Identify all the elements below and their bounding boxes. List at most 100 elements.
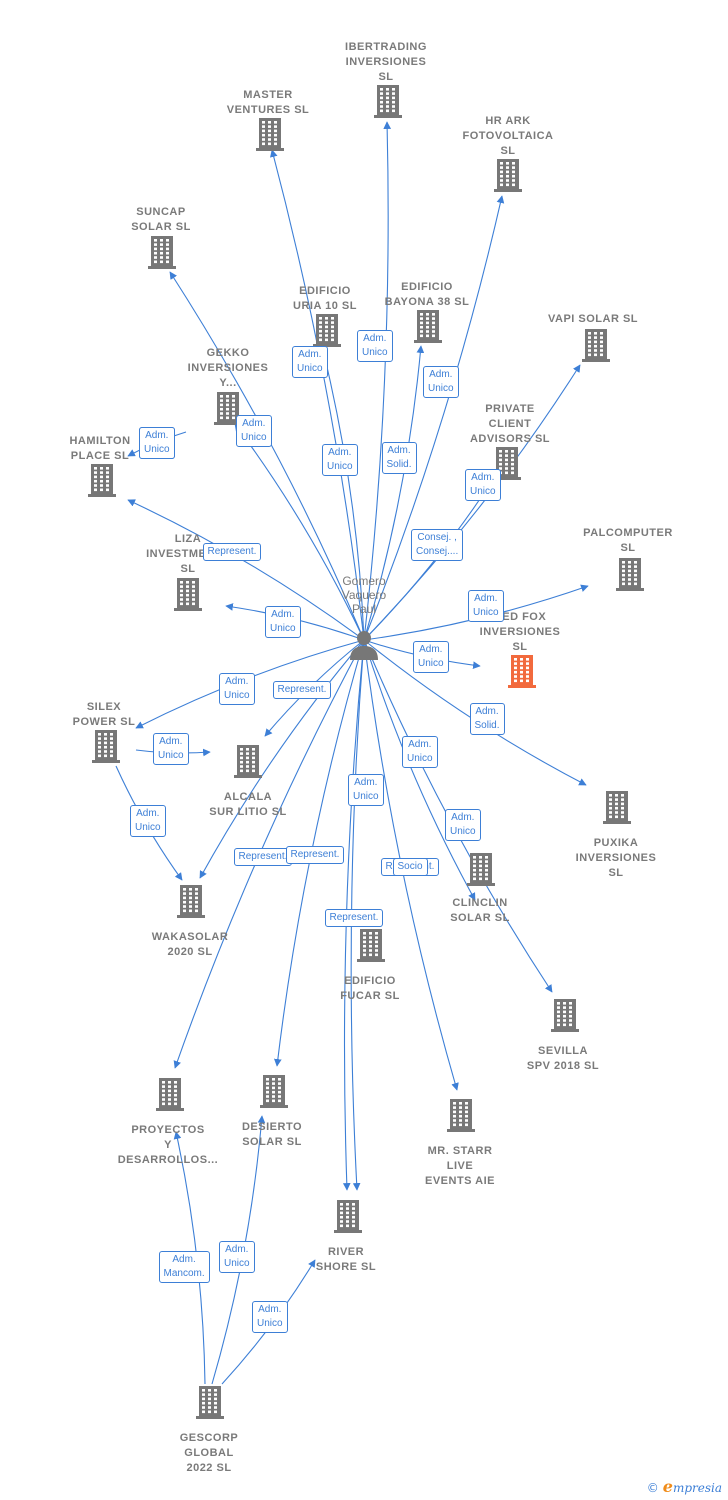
relation-label[interactable]: Adm. Unico xyxy=(252,1301,288,1333)
relation-label[interactable]: Adm. Unico xyxy=(423,366,459,398)
company-label: PUXIKA INVERSIONES SL xyxy=(575,837,657,879)
company-label: SEVILLA SPV 2018 SL xyxy=(526,1045,600,1072)
brand-name: mpresia xyxy=(672,1481,722,1495)
relation-label[interactable]: Represent. xyxy=(272,681,332,699)
relation-edge-4 xyxy=(319,345,365,641)
company-node-sevilla[interactable]: SEVILLA SPV 2018 SL xyxy=(503,1044,623,1074)
company-label: MR. STARR LIVE EVENTS AIE xyxy=(425,1145,495,1187)
relation-edge-21 xyxy=(363,639,476,901)
relation-label[interactable]: Represent. xyxy=(202,543,262,561)
relation-label[interactable]: Adm. Unico xyxy=(153,733,189,765)
company-node-private[interactable]: PRIVATE CLIENT ADVISORS SL xyxy=(450,402,570,447)
company-node-hrark[interactable]: HR ARK FOTOVOLTAICA SL xyxy=(448,114,568,159)
building-icon xyxy=(313,314,341,347)
building-icon xyxy=(603,791,631,824)
company-node-bayona[interactable]: EDIFICIO BAYONA 38 SL xyxy=(367,280,487,310)
brand-initial: e xyxy=(662,1477,673,1496)
copyright-symbol: © xyxy=(646,1481,659,1495)
relation-label[interactable]: Adm. Unico xyxy=(139,427,175,459)
company-node-uria[interactable]: EDIFICIO URIA 10 SL xyxy=(265,284,385,314)
relation-label[interactable]: Adm. Unico xyxy=(445,809,481,841)
building-icon xyxy=(582,329,610,362)
company-node-suncap[interactable]: SUNCAP SOLAR SL xyxy=(101,205,221,235)
company-label: HR ARK FOTOVOLTAICA SL xyxy=(462,115,554,157)
company-node-gekko[interactable]: GEKKO INVERSIONES Y... xyxy=(168,346,288,391)
relation-label[interactable]: Represent. xyxy=(233,848,293,866)
company-node-ibertrading[interactable]: IBERTRADING INVERSIONES SL xyxy=(326,40,446,85)
building-icon xyxy=(214,392,242,425)
building-icon xyxy=(494,159,522,192)
company-node-hamilton[interactable]: HAMILTON PLACE SL xyxy=(40,434,160,464)
building-icon xyxy=(92,730,120,763)
company-node-proyectos[interactable]: PROYECTOS Y DESARROLLOS... xyxy=(108,1123,228,1168)
company-node-puxika[interactable]: PUXIKA INVERSIONES SL xyxy=(556,836,676,881)
building-icon xyxy=(616,558,644,591)
building-icon xyxy=(551,999,579,1032)
company-node-silex[interactable]: SILEX POWER SL xyxy=(44,700,164,730)
relation-edge-0 xyxy=(363,121,392,641)
relation-label[interactable]: Adm. Unico xyxy=(219,673,255,705)
company-label: EDIFICIO FUCAR SL xyxy=(340,975,400,1002)
relation-label[interactable]: Adm. Solid. xyxy=(381,442,417,474)
relation-label[interactable]: Adm. Unico xyxy=(357,330,393,362)
company-node-alcala[interactable]: ALCALA SUR LITIO SL xyxy=(188,790,308,820)
relation-label[interactable]: Adm. Unico xyxy=(322,444,358,476)
company-node-mrstarr[interactable]: MR. STARR LIVE EVENTS AIE xyxy=(400,1144,520,1189)
company-label: EDIFICIO BAYONA 38 SL xyxy=(384,281,470,308)
company-label: MASTER VENTURES SL xyxy=(226,89,310,116)
relation-label[interactable]: Adm. Unico xyxy=(348,774,384,806)
company-label: EDIFICIO URIA 10 SL xyxy=(293,285,357,312)
company-node-fucar[interactable]: EDIFICIO FUCAR SL xyxy=(310,974,430,1004)
company-label: CLINCLIN SOLAR SL xyxy=(450,897,510,924)
company-node-desierto[interactable]: DESIERTO SOLAR SL xyxy=(212,1120,332,1150)
relation-label[interactable]: Adm. Unico xyxy=(130,805,166,837)
company-label: ALCALA SUR LITIO SL xyxy=(209,791,287,818)
building-icon xyxy=(88,464,116,497)
company-node-palcomputer[interactable]: PALCOMPUTER SL xyxy=(568,526,688,556)
relation-label[interactable]: Adm. Unico xyxy=(413,641,449,673)
person-name: Gomero Vaquero Paul xyxy=(341,574,387,616)
building-icon xyxy=(374,85,402,118)
person-node[interactable]: Gomero Vaquero Paul xyxy=(324,574,404,664)
relation-label[interactable]: Adm. Unico xyxy=(236,415,272,447)
footer-brand[interactable]: ©empresia xyxy=(647,1477,722,1496)
company-node-master[interactable]: MASTER VENTURES SL xyxy=(208,88,328,118)
relation-label[interactable]: Adm. Unico xyxy=(292,346,328,378)
building-icon xyxy=(414,310,442,343)
building-icon xyxy=(256,118,284,151)
building-icon xyxy=(334,1200,362,1233)
person-icon xyxy=(350,631,378,660)
company-node-clinclin[interactable]: CLINCLIN SOLAR SL xyxy=(420,896,540,926)
relation-label[interactable]: Adm. Unico xyxy=(465,469,501,501)
relation-label[interactable]: Adm. Mancom. xyxy=(158,1251,210,1283)
company-label: SUNCAP SOLAR SL xyxy=(131,206,191,233)
relation-edge-1 xyxy=(270,149,365,641)
company-label: GEKKO INVERSIONES Y... xyxy=(187,347,269,389)
building-icon xyxy=(148,236,176,269)
relation-label[interactable]: Socio xyxy=(392,858,428,876)
company-node-river[interactable]: RIVER SHORE SL xyxy=(286,1245,406,1275)
company-label: PALCOMPUTER SL xyxy=(583,527,673,554)
company-node-vapi[interactable]: VAPI SOLAR SL xyxy=(533,312,653,327)
relation-label[interactable]: Adm. Unico xyxy=(219,1241,255,1273)
company-node-wakasolar[interactable]: WAKASOLAR 2020 SL xyxy=(130,930,250,960)
relation-edge-19 xyxy=(199,639,365,879)
relation-label[interactable]: Adm. Unico xyxy=(265,606,301,638)
building-icon xyxy=(196,1386,224,1419)
building-icon xyxy=(174,578,202,611)
company-label: PRIVATE CLIENT ADVISORS SL xyxy=(469,403,551,445)
building-icon xyxy=(447,1099,475,1132)
relation-edge-5 xyxy=(363,345,425,641)
relation-label[interactable]: Consej. , Consej.... xyxy=(411,529,464,561)
building-icon xyxy=(467,853,495,886)
company-node-gescorp[interactable]: GESCORP GLOBAL 2022 SL xyxy=(149,1431,269,1476)
building-icon xyxy=(156,1078,184,1111)
relation-label[interactable]: Adm. Unico xyxy=(402,736,438,768)
relation-label[interactable]: Adm. Solid. xyxy=(469,703,505,735)
relation-label[interactable]: Represent. xyxy=(324,909,384,927)
relation-label[interactable]: Represent. xyxy=(285,846,345,864)
relation-edge-2 xyxy=(363,195,505,641)
company-label: WAKASOLAR 2020 SL xyxy=(151,931,229,958)
relation-label[interactable]: Adm. Unico xyxy=(468,590,504,622)
relation-edge-7 xyxy=(234,423,365,641)
